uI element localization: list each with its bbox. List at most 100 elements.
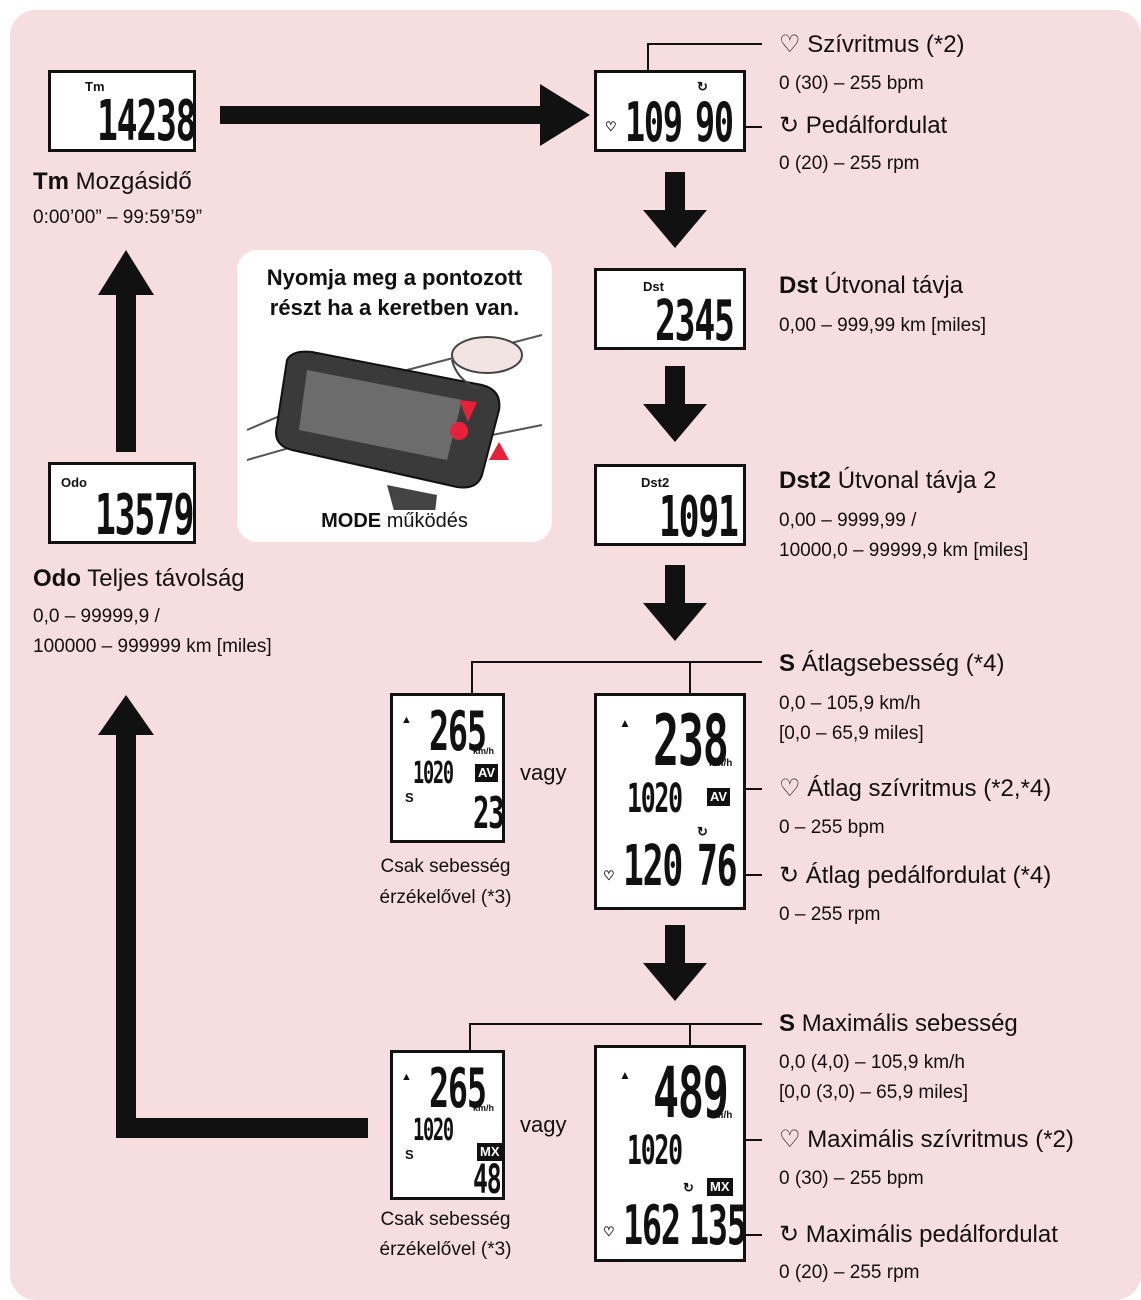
max-hr-heart-icon: ♡ <box>779 1126 801 1153</box>
max-cad-name: Maximális pedálfordulat <box>805 1221 1058 1248</box>
hr-label: ♡ Szívritmus (*2) <box>779 31 965 59</box>
hr-name: Szívritmus (*2) <box>807 31 965 58</box>
dst2-range2: 10000,0 – 99999,9 km [miles] <box>779 540 1029 561</box>
lcd-dst-code: Dst <box>643 279 664 294</box>
max-alt-speed: 265 <box>429 1057 487 1120</box>
lcd-tm-code: Tm <box>85 79 105 94</box>
dst2-code: Dst2 <box>779 467 832 494</box>
lcd-tm: Tm 14238 <box>48 70 197 154</box>
tm-name: Mozgásidő <box>75 168 192 195</box>
avg-cad-value: 76 <box>697 834 738 899</box>
dst2-range1: 0,00 – 9999,99 / <box>779 510 917 531</box>
arrow-dst-to-dst2-head <box>643 404 707 442</box>
lcd-cad-value: 90 <box>695 91 734 154</box>
avg-cad-name: Átlag pedálfordulat (*4) <box>805 862 1052 889</box>
avg-cad-label: ↻ Átlag pedálfordulat (*4) <box>779 862 1051 890</box>
avg-alt-badge: AV <box>475 764 499 782</box>
arrow-avg-to-max <box>665 925 685 969</box>
arrow-dst2-to-avg <box>665 565 685 609</box>
avg-cadence-icon: ↻ <box>697 824 708 839</box>
lcd-dst: Dst 2345 <box>594 268 746 354</box>
avg-hr-heart-icon: ♡ <box>779 775 801 802</box>
arrow-odo-to-tm-head <box>98 250 154 295</box>
tm-label: Tm Mozgásidő <box>33 168 192 196</box>
arrow-max-return-head <box>98 695 154 735</box>
max-or-word: vagy <box>520 1112 567 1137</box>
max-speed-only-line2: érzékelővel (*3) <box>379 1239 512 1260</box>
lcd-heart-icon: ♡ <box>605 119 617 134</box>
max-clock: 1020 <box>627 1128 683 1174</box>
tm-code: Tm <box>33 168 69 195</box>
avg-cad-range: 0 – 255 rpm <box>779 904 881 925</box>
max-cadence-icon: ↻ <box>683 1180 694 1195</box>
max-heart-icon: ♡ <box>603 1224 615 1239</box>
max-cad-value: 135 <box>689 1194 747 1257</box>
avg-speed-label: S Átlagsebesség (*4) <box>779 650 1004 678</box>
lcd-dst2-value: 1091 <box>659 485 739 550</box>
max-speed-range1: 0,0 (4,0) – 105,9 km/h <box>779 1052 965 1073</box>
avg-alt-triangle-icon: ▲ <box>401 714 412 726</box>
lcd-tm-value: 14238 <box>97 89 197 154</box>
avg-hr-value: 120 <box>623 834 683 899</box>
max-cad-label: ↻ Maximális pedálfordulat <box>779 1221 1058 1249</box>
lcd-hr-value: 109 <box>625 91 683 154</box>
odo-label: Odo Teljes távolság <box>33 565 245 593</box>
avg-speed-code: S <box>779 650 796 677</box>
avg-alt-value: 23 <box>473 788 505 839</box>
lcd-hr-cad: ♡ 109 ↻ 90 <box>594 70 746 154</box>
arrow-hr-to-dst <box>665 172 685 216</box>
avg-alt-s-code: S <box>405 790 414 805</box>
mode-caption: MODE működés <box>237 508 552 534</box>
max-speed-range2: [0,0 (3,0) – 65,9 miles] <box>779 1082 969 1103</box>
instruction-callout: Nyomja meg a pontozott részt ha a keretb… <box>237 250 552 542</box>
max-alt-s-code: S <box>405 1147 414 1162</box>
cad-name: Pedálfordulat <box>805 112 948 139</box>
cad-label: ↻ Pedálfordulat <box>779 112 947 140</box>
dst-name: Útvonal távja <box>824 272 964 299</box>
avg-hr-label: ♡ Átlag szívritmus (*2,*4) <box>779 775 1051 803</box>
odo-code: Odo <box>33 565 81 592</box>
max-unit: km/h <box>709 1110 733 1121</box>
instruction-line1: Nyomja meg a pontozott <box>266 265 523 290</box>
lcd-dst-value: 2345 <box>655 289 735 354</box>
lcd-odo: Odo 13579 <box>48 462 196 548</box>
max-cad-cadence-icon: ↻ <box>779 1221 800 1248</box>
max-alt-value: 48 <box>473 1157 502 1203</box>
odo-name: Teljes távolság <box>87 565 245 592</box>
avg-badge: AV <box>707 788 731 806</box>
avg-or-word: vagy <box>520 760 567 785</box>
arrow-avg-to-max-head <box>643 963 707 1001</box>
hr-range: 0 (30) – 255 bpm <box>779 73 924 94</box>
background-panel <box>10 10 1141 1300</box>
lcd-odo-value: 13579 <box>95 483 195 548</box>
avg-clock: 1020 <box>627 776 683 822</box>
odo-range1: 0,0 – 99999,9 / <box>33 606 160 627</box>
avg-heart-icon: ♡ <box>603 868 615 883</box>
avg-speed-range1: 0,0 – 105,9 km/h <box>779 693 921 714</box>
arrow-tm-to-hr <box>220 106 550 124</box>
max-hr-value: 162 <box>623 1194 681 1257</box>
lcd-avg-full: ▲ 238 km/h 1020 AV ♡ 120 ↻ 76 <box>594 693 746 910</box>
max-alt-badge: MX <box>477 1143 503 1161</box>
device-illustration <box>246 334 543 510</box>
max-alt-triangle-icon: ▲ <box>401 1071 412 1083</box>
max-triangle-icon: ▲ <box>619 1068 631 1082</box>
arrow-dst2-to-avg-head <box>643 603 707 641</box>
lcd-max-full: ▲ 489 km/h 1020 ↻ MX ♡ 162 135 <box>594 1045 747 1262</box>
lcd-dst2: Dst2 1091 <box>594 464 746 550</box>
dst2-name: Útvonal távja 2 <box>837 467 997 494</box>
lcd-odo-code: Odo <box>61 475 87 490</box>
max-alt-clock: 1020 <box>413 1113 454 1148</box>
instruction-line2: részt ha a keretben van. <box>269 295 520 320</box>
arrow-odo-to-tm <box>116 292 136 452</box>
lcd-max-speed-only: ▲ 265 km/h 1020 S MX 48 <box>390 1050 505 1203</box>
odo-range2: 100000 – 999999 km [miles] <box>33 636 272 657</box>
avg-hr-name: Átlag szívritmus (*2,*4) <box>807 775 1052 802</box>
max-hr-name: Maximális szívritmus (*2) <box>807 1126 1074 1153</box>
mode-word: MODE <box>321 510 382 532</box>
dst2-label: Dst2 Útvonal távja 2 <box>779 467 996 495</box>
dst-range: 0,00 – 999,99 km [miles] <box>779 315 986 336</box>
avg-hr-range: 0 – 255 bpm <box>779 817 885 838</box>
